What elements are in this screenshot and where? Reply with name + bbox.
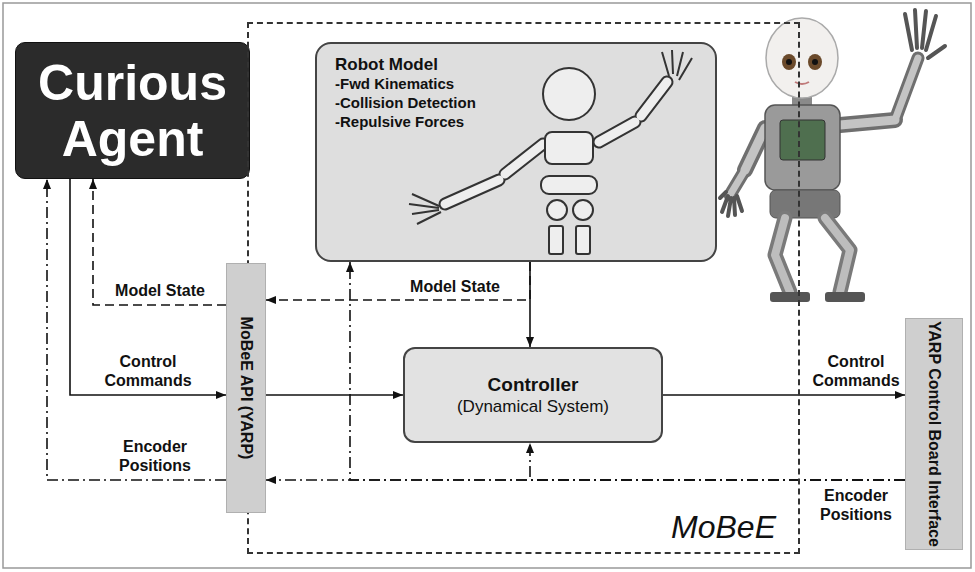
signal-label: Model State bbox=[410, 277, 500, 296]
text-block: MoBeE bbox=[671, 509, 776, 546]
model-limb bbox=[445, 180, 499, 204]
signal-connector bbox=[266, 394, 403, 396]
robot-leg bbox=[825, 218, 850, 292]
model-limb bbox=[641, 82, 667, 116]
model-limb bbox=[599, 122, 635, 142]
interface-label: YARP Control Board Interface bbox=[924, 321, 943, 547]
robot-mouth bbox=[795, 82, 809, 84]
robot-head bbox=[766, 18, 838, 98]
robot-arm bbox=[895, 58, 918, 120]
signal-label: Control Commands bbox=[796, 352, 916, 390]
model-leg bbox=[549, 226, 563, 254]
robot-leg bbox=[775, 218, 790, 292]
signal-label-box: Control Commands bbox=[88, 352, 208, 390]
model-hip bbox=[547, 200, 567, 220]
feature-item: -Repulsive Forces bbox=[335, 113, 464, 132]
interface-bar: MoBeE API (YARP) bbox=[226, 263, 266, 513]
robot-foot bbox=[825, 292, 865, 302]
process-box: Controller(Dynamical System) bbox=[403, 347, 663, 443]
robot-hand bbox=[720, 192, 742, 216]
signal-label-box: Encoder Positions bbox=[95, 437, 215, 475]
signal-label-box: Model State bbox=[100, 281, 220, 300]
robot-torso bbox=[765, 105, 840, 190]
model-waist bbox=[541, 176, 597, 194]
system-label: MoBeE bbox=[671, 509, 776, 546]
model-hip bbox=[573, 200, 593, 220]
signal-label: Model State bbox=[115, 281, 205, 300]
agent-label: Curious Agent bbox=[16, 55, 249, 167]
signal-connector bbox=[529, 262, 531, 347]
robot-arm bbox=[840, 120, 895, 125]
signal-label: Encoder Positions bbox=[95, 437, 215, 475]
robot-arm bbox=[745, 128, 765, 170]
model-box: Robot Model-Fwd Kinematics-Collision Det… bbox=[315, 42, 717, 262]
robot-foot bbox=[770, 292, 810, 302]
box-heading: Robot Model bbox=[335, 54, 438, 75]
signal-label: Control Commands bbox=[88, 352, 208, 390]
model-limb bbox=[599, 122, 635, 142]
signal-connector bbox=[350, 262, 905, 480]
text-block: Controller(Dynamical System) bbox=[405, 349, 661, 441]
robot-leg bbox=[775, 218, 790, 292]
robot-arm bbox=[745, 128, 765, 170]
robot-pupil bbox=[786, 59, 792, 65]
box-heading: Controller bbox=[488, 373, 579, 397]
signal-connector bbox=[47, 179, 226, 480]
model-torso bbox=[545, 132, 593, 164]
signal-label-box: Encoder Positions bbox=[796, 486, 916, 524]
robot-arm bbox=[730, 170, 745, 195]
robot-eye bbox=[808, 54, 822, 70]
feature-item: -Fwd Kinematics bbox=[335, 75, 454, 94]
text-block: YARP Control Board Interface bbox=[905, 318, 963, 550]
text-block: Curious Agent bbox=[16, 43, 249, 178]
humanoid-robot-picture bbox=[720, 10, 945, 302]
robot-leg bbox=[825, 218, 850, 292]
signal-label-box: Control Commands bbox=[796, 352, 916, 390]
signal-connector bbox=[93, 179, 226, 305]
model-limb bbox=[505, 144, 543, 174]
robot-eye bbox=[782, 54, 796, 70]
model-head bbox=[543, 68, 595, 120]
system-boundary: MoBeE Robot Model-Fwd Kinematics-Collisi… bbox=[247, 22, 800, 554]
robot-circuit-board bbox=[780, 120, 825, 160]
signal-connector bbox=[266, 479, 905, 481]
text-block: MoBeE API (YARP) bbox=[226, 263, 266, 513]
model-limb bbox=[445, 180, 499, 204]
agent-box: Curious Agent bbox=[15, 42, 250, 179]
signal-label: Encoder Positions bbox=[796, 486, 916, 524]
text-block: Robot Model-Fwd Kinematics-Collision Det… bbox=[317, 44, 715, 142]
model-limb bbox=[641, 82, 667, 116]
signal-connector bbox=[266, 262, 530, 300]
feature-item: -Collision Detection bbox=[335, 94, 476, 113]
signal-label-box: Model State bbox=[395, 277, 515, 296]
signal-connector bbox=[530, 443, 905, 480]
model-leg bbox=[576, 226, 590, 254]
signal-connector bbox=[70, 179, 226, 395]
robot-arm bbox=[895, 58, 918, 120]
box-subtitle: (Dynamical System) bbox=[457, 396, 609, 417]
robot-arm bbox=[840, 120, 895, 125]
model-limb bbox=[505, 144, 543, 174]
robot-arm bbox=[730, 170, 745, 195]
robot-hand bbox=[905, 10, 945, 58]
interface-label: MoBeE API (YARP) bbox=[236, 317, 255, 460]
signal-connector bbox=[663, 394, 905, 396]
frame-border bbox=[3, 3, 971, 568]
interface-bar: YARP Control Board Interface bbox=[905, 318, 963, 550]
robot-pupil bbox=[812, 59, 818, 65]
